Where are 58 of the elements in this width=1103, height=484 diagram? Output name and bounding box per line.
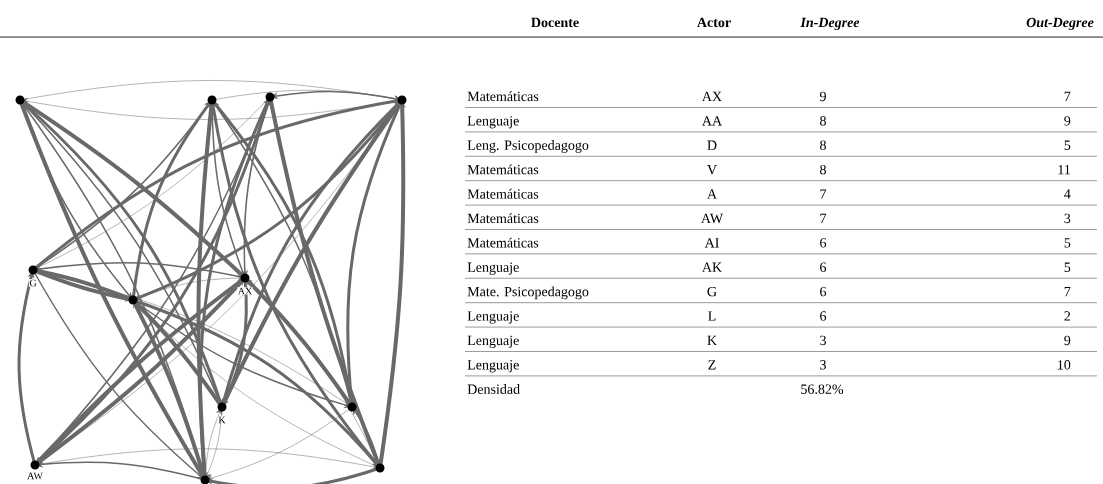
table-cell: Mate. Psicopedagogo <box>467 286 589 300</box>
table-cell: 7 <box>820 213 827 223</box>
table-cell: 9 <box>819 91 826 102</box>
table-cell: Lenguaje <box>467 360 519 373</box>
table-cell: Matemáticas <box>467 164 539 175</box>
column-header: Docente <box>531 17 579 28</box>
table-cell: 56.82% <box>801 384 844 394</box>
table-cell: 8 <box>820 116 826 126</box>
table-cell: 6 <box>820 286 827 297</box>
table-cell: V <box>707 165 717 175</box>
table-cell: Lenguaje <box>467 335 519 348</box>
table-cell: Matemáticas <box>467 237 539 248</box>
table-cell: 4 <box>1064 189 1071 199</box>
table-cell: Z <box>708 360 716 370</box>
table-cell: A <box>707 189 717 199</box>
table-cell: L <box>708 311 716 321</box>
table-cell: AW <box>701 213 724 224</box>
table-cell: 9 <box>1064 116 1071 126</box>
table-cell: Lenguaje <box>467 262 519 275</box>
table-cell: 9 <box>1064 335 1071 346</box>
table-cell: 11 <box>1058 164 1070 175</box>
table-cell: Lenguaje <box>467 311 519 324</box>
table-cell: 5 <box>1064 238 1071 248</box>
table-cell: 6 <box>820 262 827 272</box>
table-cell: AX <box>702 91 722 101</box>
table-cell: 7 <box>1064 91 1071 101</box>
table-cell: 8 <box>820 140 826 150</box>
table-cell: G <box>707 286 717 297</box>
table-cell: Matemáticas <box>467 188 539 199</box>
table-cell: 3 <box>820 360 826 370</box>
table-cell: 3 <box>820 335 826 346</box>
table-cell: AI <box>704 238 719 248</box>
table-cell: 5 <box>1064 262 1071 272</box>
node-label: K <box>217 416 227 424</box>
table-cell: Matemáticas <box>467 91 539 102</box>
node-label: AW <box>26 472 44 480</box>
table-cell: 7 <box>1064 287 1071 297</box>
node-label: G <box>28 279 38 287</box>
table-cell: AA <box>702 116 722 126</box>
table-cell: K <box>707 335 717 345</box>
table-cell: 10 <box>1058 360 1071 370</box>
table-cell: 8 <box>820 164 826 175</box>
table-cell: 5 <box>1064 140 1071 150</box>
table-cell: 2 <box>1064 311 1070 321</box>
table-cell: Matemáticas <box>467 213 539 224</box>
table-cell: 7 <box>820 189 827 199</box>
column-header: Out-Degree <box>1026 17 1094 30</box>
column-header: In-Degree <box>800 17 860 30</box>
column-header: Actor <box>697 17 731 28</box>
table-cell: Lenguaje <box>467 116 519 129</box>
table-cell: 6 <box>820 238 827 248</box>
table-cell: Leng. Psicopedagogo <box>467 140 589 153</box>
table-cell: Densidad <box>467 384 520 394</box>
table-cell: D <box>707 140 717 150</box>
table-cell: 3 <box>1064 213 1071 224</box>
table-cell: 6 <box>820 311 827 321</box>
node-label: AX <box>237 287 253 295</box>
table-cell: AK <box>702 262 722 272</box>
